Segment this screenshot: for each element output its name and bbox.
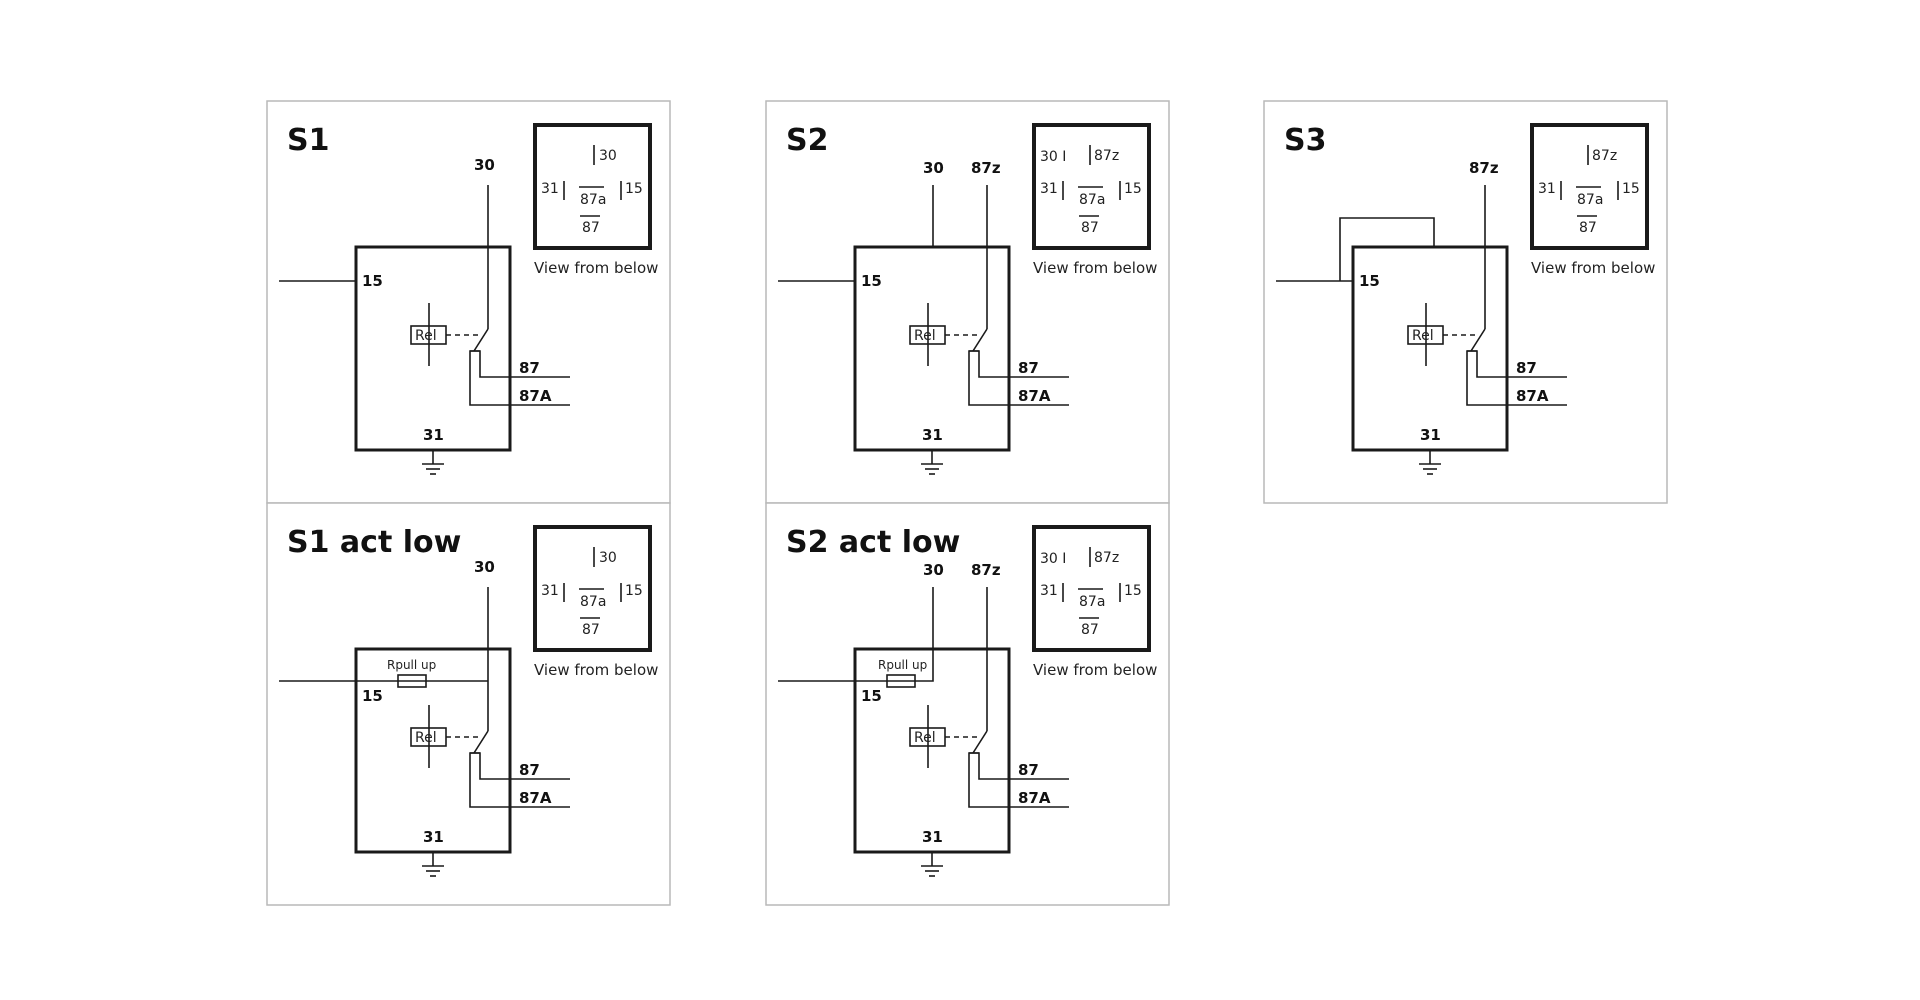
svg-text:87a: 87a [1577,192,1603,208]
relay-coil-label: Rel [914,730,936,746]
svg-text:87a: 87a [1079,594,1105,610]
pin-30-label: 30 [923,159,944,177]
pin-87-label: 87 [519,761,540,779]
pin-30-label: 30 [474,156,495,174]
svg-text:87: 87 [1579,220,1597,236]
pullup-resistor [397,674,427,688]
panel-s1-act-low: S1 act low Rpull up 15 30 Rel 87 87A 31 … [266,502,671,906]
panel-title: S3 [1284,123,1326,158]
view-caption: View from below [1531,259,1655,277]
panel-title: S2 act low [786,525,960,560]
pinout-view: 30 31 15 87a 87 [533,123,652,250]
view-caption: View from below [1033,661,1157,679]
pin-15-label: 15 [362,687,383,705]
panel-s3: S3 15 87z Rel 87 87A 31 87z 31 15 [1263,100,1668,504]
svg-text:15: 15 [625,583,643,599]
pin-30-label: 30 [923,561,944,579]
pin-87-label: 87 [519,359,540,377]
svg-text:31: 31 [1040,583,1058,599]
pinout-view: 87z 31 15 87a 87 [1530,123,1649,250]
ground-symbol [921,865,943,877]
pin-87A-label: 87A [519,387,552,405]
ground-symbol [921,463,943,475]
svg-text:30: 30 [599,550,617,566]
svg-text:30 I: 30 I [1040,551,1066,567]
pin-31-label: 31 [423,426,444,444]
pin-87z-label: 87z [1469,159,1499,177]
svg-text:87z: 87z [1094,550,1119,566]
svg-text:87: 87 [1081,220,1099,236]
pin-87-label: 87 [1018,761,1039,779]
svg-text:15: 15 [1124,181,1142,197]
panel-title: S1 act low [287,525,461,560]
pin-15-label: 15 [1359,272,1380,290]
panel-title: S2 [786,123,828,158]
bridge-wire [1339,217,1435,281]
pullup-resistor-label: Rpull up [387,658,436,672]
relay-coil-label: Rel [1412,328,1434,344]
svg-text:87a: 87a [580,594,606,610]
pinout-view: 30 I 87z 31 15 87a 87 [1032,525,1151,652]
relay-coil-label: Rel [914,328,936,344]
svg-text:31: 31 [541,583,559,599]
pin-15-label: 15 [362,272,383,290]
svg-text:15: 15 [1622,181,1640,197]
pin-87z-label: 87z [971,561,1001,579]
pin-87A-label: 87A [1018,387,1051,405]
pullup-resistor [886,674,916,688]
pin-30-label: 30 [474,558,495,576]
svg-text:31: 31 [1040,181,1058,197]
svg-text:15: 15 [625,181,643,197]
svg-text:31: 31 [541,181,559,197]
pin-31-label: 31 [1420,426,1441,444]
svg-text:15: 15 [1124,583,1142,599]
svg-text:31: 31 [1538,181,1556,197]
svg-text:87z: 87z [1592,148,1617,164]
ground-symbol [422,463,444,475]
pin-31-label: 31 [423,828,444,846]
pin-31-label: 31 [922,828,943,846]
panel-s2-act-low: S2 act low Rpull up 15 30 87z Rel 87 87A… [765,502,1170,906]
panel-s1: S1 15 30 Rel 87 87A 31 30 31 15 [266,100,671,504]
svg-text:87z: 87z [1094,148,1119,164]
pinout-view: 30 31 15 87a 87 [533,525,652,652]
svg-text:87: 87 [582,220,600,236]
relay-coil-label: Rel [415,730,437,746]
pin-15-label: 15 [861,272,882,290]
svg-text:30 I: 30 I [1040,149,1066,165]
pin-15-label: 15 [861,687,882,705]
pin-87-label: 87 [1018,359,1039,377]
pin-87-label: 87 [1516,359,1537,377]
ground-symbol [422,865,444,877]
pin-87A-label: 87A [1018,789,1051,807]
svg-text:87: 87 [582,622,600,638]
pin-87A-label: 87A [1516,387,1549,405]
pin-31-label: 31 [922,426,943,444]
pin-87z-label: 87z [971,159,1001,177]
panel-s2: S2 15 30 87z Rel 87 87A 31 30 I 87z 31 [765,100,1170,504]
view-caption: View from below [1033,259,1157,277]
ground-symbol [1419,463,1441,475]
view-caption: View from below [534,259,658,277]
relay-coil-label: Rel [415,328,437,344]
svg-text:87: 87 [1081,622,1099,638]
svg-text:87a: 87a [1079,192,1105,208]
pin-87A-label: 87A [519,789,552,807]
view-caption: View from below [534,661,658,679]
svg-text:30: 30 [599,148,617,164]
svg-text:87a: 87a [580,192,606,208]
pullup-resistor-label: Rpull up [878,658,927,672]
pinout-view: 30 I 87z 31 15 87a 87 [1032,123,1151,250]
panel-title: S1 [287,123,329,158]
